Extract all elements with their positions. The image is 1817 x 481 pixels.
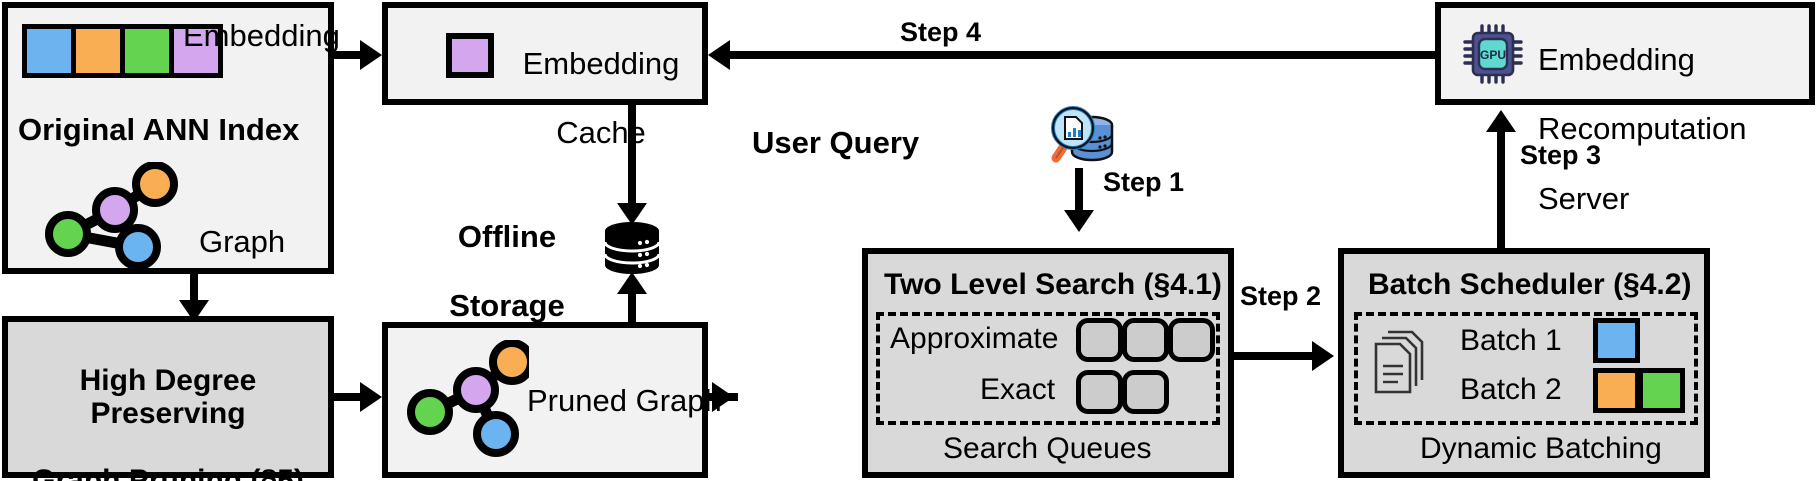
step4-label: Step 4	[900, 17, 982, 47]
user-query-label: User Query	[752, 125, 920, 160]
batch2-item-green	[1638, 368, 1685, 413]
embedding-cache-swatch	[446, 33, 494, 78]
approximate-queue-slot-1[interactable]	[1076, 318, 1123, 362]
graph-pruning-label: High Degree Preserving Graph Pruning (§5…	[8, 330, 328, 481]
search-queues-footer: Search Queues	[943, 432, 1152, 465]
arrow-step1-head	[1064, 210, 1094, 232]
search-queues-group	[876, 312, 1220, 425]
embedding-label: Embedding	[183, 18, 340, 53]
documents-icon	[1374, 330, 1424, 394]
arrow-step2-shaft	[1234, 352, 1316, 360]
arrow-step1-shaft	[1075, 168, 1083, 218]
offline-storage-label: Offline Storage	[422, 185, 592, 324]
dynamic-batching-group	[1354, 312, 1698, 425]
arrow-step3-head	[1486, 110, 1516, 132]
step3-label: Step 3	[1520, 140, 1602, 170]
embedding-cache-line1: Embedding	[522, 45, 680, 81]
recomputation-server-label: Embedding Recomputation Server	[1538, 8, 1747, 216]
batch-scheduler-box	[1338, 248, 1710, 478]
dynamic-batching-footer: Dynamic Batching	[1420, 432, 1662, 465]
arrow-step4-shaft	[730, 51, 1436, 59]
arrow-step3-shaft	[1497, 130, 1505, 248]
embedding-cell-orange	[76, 29, 125, 73]
step2-label: Step 2	[1240, 281, 1322, 311]
offline-storage-line1: Offline	[457, 218, 557, 254]
graph-label: Graph	[199, 224, 286, 259]
exact-label: Exact	[980, 373, 1056, 406]
query-search-database-icon	[1051, 106, 1114, 163]
embedding-cell-blue	[27, 29, 76, 73]
batch2-item-orange	[1593, 368, 1640, 413]
pruned-graph-illustration	[407, 340, 529, 457]
arrow-pruning-to-pruned-shaft	[334, 393, 364, 401]
approximate-label: Approximate	[890, 322, 1059, 355]
recomputation-server-line3: Server	[1538, 180, 1630, 216]
database-cylinder-icon	[603, 222, 661, 274]
step1-label: Step 1	[1103, 167, 1185, 197]
exact-queue-slot-1[interactable]	[1076, 370, 1123, 414]
pruned-graph-box	[382, 322, 708, 478]
approximate-queue-slot-3[interactable]	[1168, 318, 1215, 362]
exact-queue-slot-2[interactable]	[1122, 370, 1169, 414]
arrow-pruned-to-storage-shaft	[628, 288, 636, 322]
arrow-cache-to-storage-shaft	[628, 105, 636, 210]
two-level-search-box	[862, 248, 1234, 478]
arrow-index-to-cache-head	[360, 40, 382, 70]
arrow-step4-head	[708, 40, 730, 70]
gpu-chip-label: GPU	[1480, 48, 1506, 62]
embedding-cell-green	[125, 29, 174, 73]
arrow-pruning-to-pruned-head	[360, 382, 382, 412]
graph-pruning-box	[2, 316, 334, 478]
two-level-search-title: Two Level Search (§4.1)	[884, 268, 1222, 301]
embedding-cache-label: Embedding Cache	[508, 12, 694, 151]
pruned-graph-label: Pruned Graph	[527, 383, 722, 418]
original-ann-index-title: Original ANN Index	[18, 112, 300, 147]
recomputation-server-line2: Recomputation	[1538, 111, 1747, 147]
batch2-label: Batch 2	[1460, 373, 1562, 406]
embedding-cell-purple	[174, 29, 218, 73]
arrow-pruned-to-storage-head	[617, 272, 647, 294]
graph-pruning-line1: High Degree Preserving	[79, 363, 257, 431]
batch-scheduler-title: Batch Scheduler (§4.2)	[1368, 268, 1692, 301]
embedding-strip	[22, 24, 223, 78]
offline-storage-line2: Storage	[449, 288, 565, 324]
batch1-item-blue	[1593, 318, 1640, 363]
arrow-pruned-to-search-head	[712, 382, 734, 412]
embedding-cache-box	[382, 2, 708, 105]
arrow-index-to-cache-shaft	[334, 51, 364, 59]
graph-pruning-line2: Graph Pruning (§5)	[32, 464, 304, 481]
arrow-step2-head	[1312, 341, 1334, 371]
recomputation-server-line1: Embedding	[1538, 41, 1695, 77]
gpu-chip-icon: GPU	[1463, 24, 1523, 84]
batch1-label: Batch 1	[1460, 324, 1562, 357]
original-graph-illustration	[45, 162, 178, 270]
arrow-cache-to-storage-head	[617, 203, 647, 225]
arrow-index-to-pruning-shaft	[190, 274, 198, 304]
approximate-queue-slot-2[interactable]	[1122, 318, 1169, 362]
